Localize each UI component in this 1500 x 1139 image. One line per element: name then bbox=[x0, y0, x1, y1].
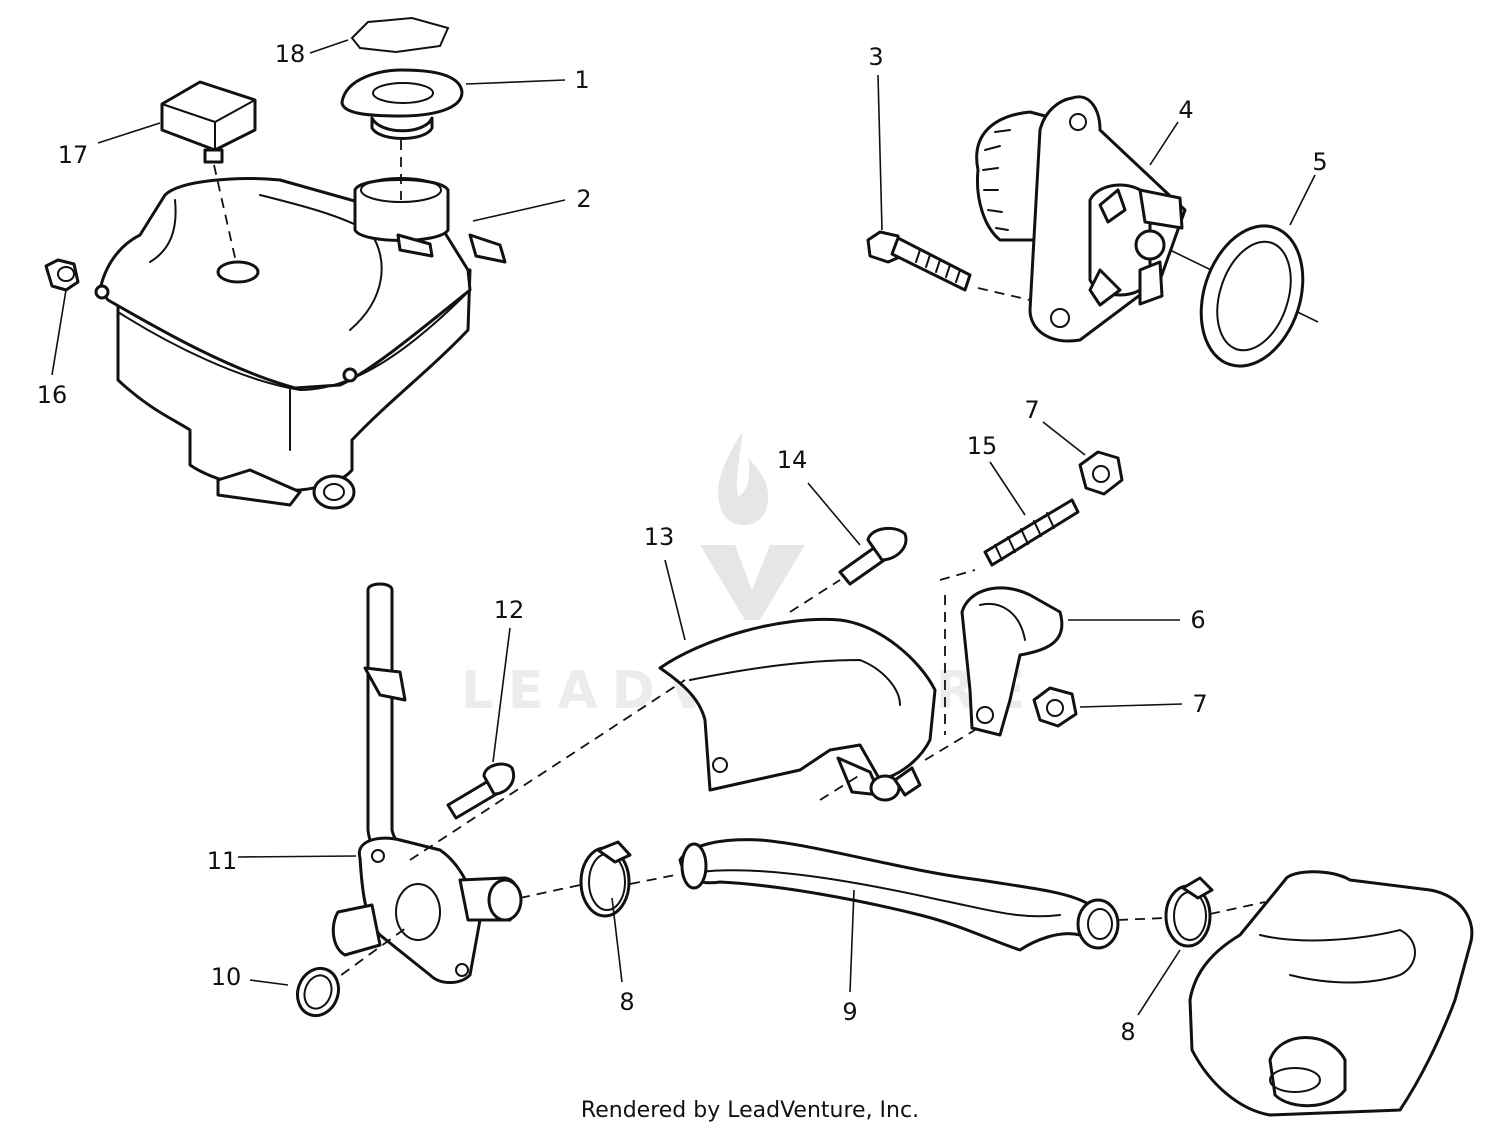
callout-4: 4 bbox=[1178, 96, 1193, 124]
stud-alignment-line bbox=[939, 569, 976, 581]
callout-13: 13 bbox=[644, 523, 675, 551]
callout-8-right: 8 bbox=[1120, 1018, 1135, 1046]
hose-clamp-right bbox=[1164, 876, 1214, 948]
callout-16: 16 bbox=[37, 381, 68, 409]
callout-10: 10 bbox=[211, 963, 242, 991]
drain-plug bbox=[44, 258, 80, 292]
cover-bolt-line bbox=[819, 774, 861, 801]
callout-12: 12 bbox=[494, 596, 525, 624]
flange-bolt bbox=[446, 762, 515, 820]
water-pipe bbox=[363, 582, 422, 882]
callout-7-lower: 7 bbox=[1192, 690, 1207, 718]
pipe-cover-line bbox=[409, 679, 686, 861]
clamp-right-line-a bbox=[1117, 917, 1166, 921]
callout-17: 17 bbox=[58, 141, 89, 169]
callout-6: 6 bbox=[1190, 606, 1205, 634]
thermostat-housing bbox=[960, 586, 1064, 737]
o-ring bbox=[295, 966, 341, 1018]
clamp-left-line-b bbox=[629, 873, 681, 885]
cover-screw bbox=[838, 526, 908, 586]
hose-clamp-left bbox=[579, 840, 632, 918]
pipe-flange bbox=[331, 836, 523, 984]
callout-2: 2 bbox=[576, 185, 591, 213]
callout-9: 9 bbox=[842, 998, 857, 1026]
coolant-reservoir bbox=[94, 177, 507, 510]
callout-1: 1 bbox=[574, 66, 589, 94]
nut-lower bbox=[1032, 686, 1078, 728]
leader-lines bbox=[51, 39, 1316, 1016]
clamp-left-line-a bbox=[519, 884, 581, 899]
nut-alignment-line bbox=[924, 729, 976, 761]
callout-5: 5 bbox=[1312, 148, 1327, 176]
callout-18: 18 bbox=[275, 40, 306, 68]
pump-bolt-line bbox=[977, 287, 1031, 301]
footer-credit: Rendered by LeadVenture, Inc. bbox=[580, 1098, 920, 1123]
callout-11: 11 bbox=[207, 847, 238, 875]
callout-7-upper: 7 bbox=[1024, 396, 1039, 424]
engine-housing bbox=[1188, 870, 1474, 1117]
pump-gasket bbox=[1199, 224, 1305, 368]
callout-labels: 1 2 3 4 5 6 7 7 8 8 9 10 11 12 13 14 15 … bbox=[37, 40, 1328, 1046]
nut-upper bbox=[1078, 450, 1124, 496]
callout-15: 15 bbox=[967, 432, 998, 460]
water-pump bbox=[975, 95, 1187, 343]
callout-3: 3 bbox=[868, 43, 883, 71]
stud bbox=[983, 498, 1080, 567]
clamp-right-line-b bbox=[1209, 901, 1266, 915]
cap-gasket bbox=[350, 16, 450, 54]
coolant-hose bbox=[678, 838, 1120, 952]
callout-14: 14 bbox=[777, 446, 808, 474]
cover-plate bbox=[658, 617, 937, 802]
cover-screw-line bbox=[789, 579, 841, 613]
pump-bolt bbox=[866, 230, 972, 292]
level-sensor bbox=[160, 80, 257, 164]
callout-8-left: 8 bbox=[619, 988, 634, 1016]
reservoir-cap bbox=[340, 68, 464, 140]
